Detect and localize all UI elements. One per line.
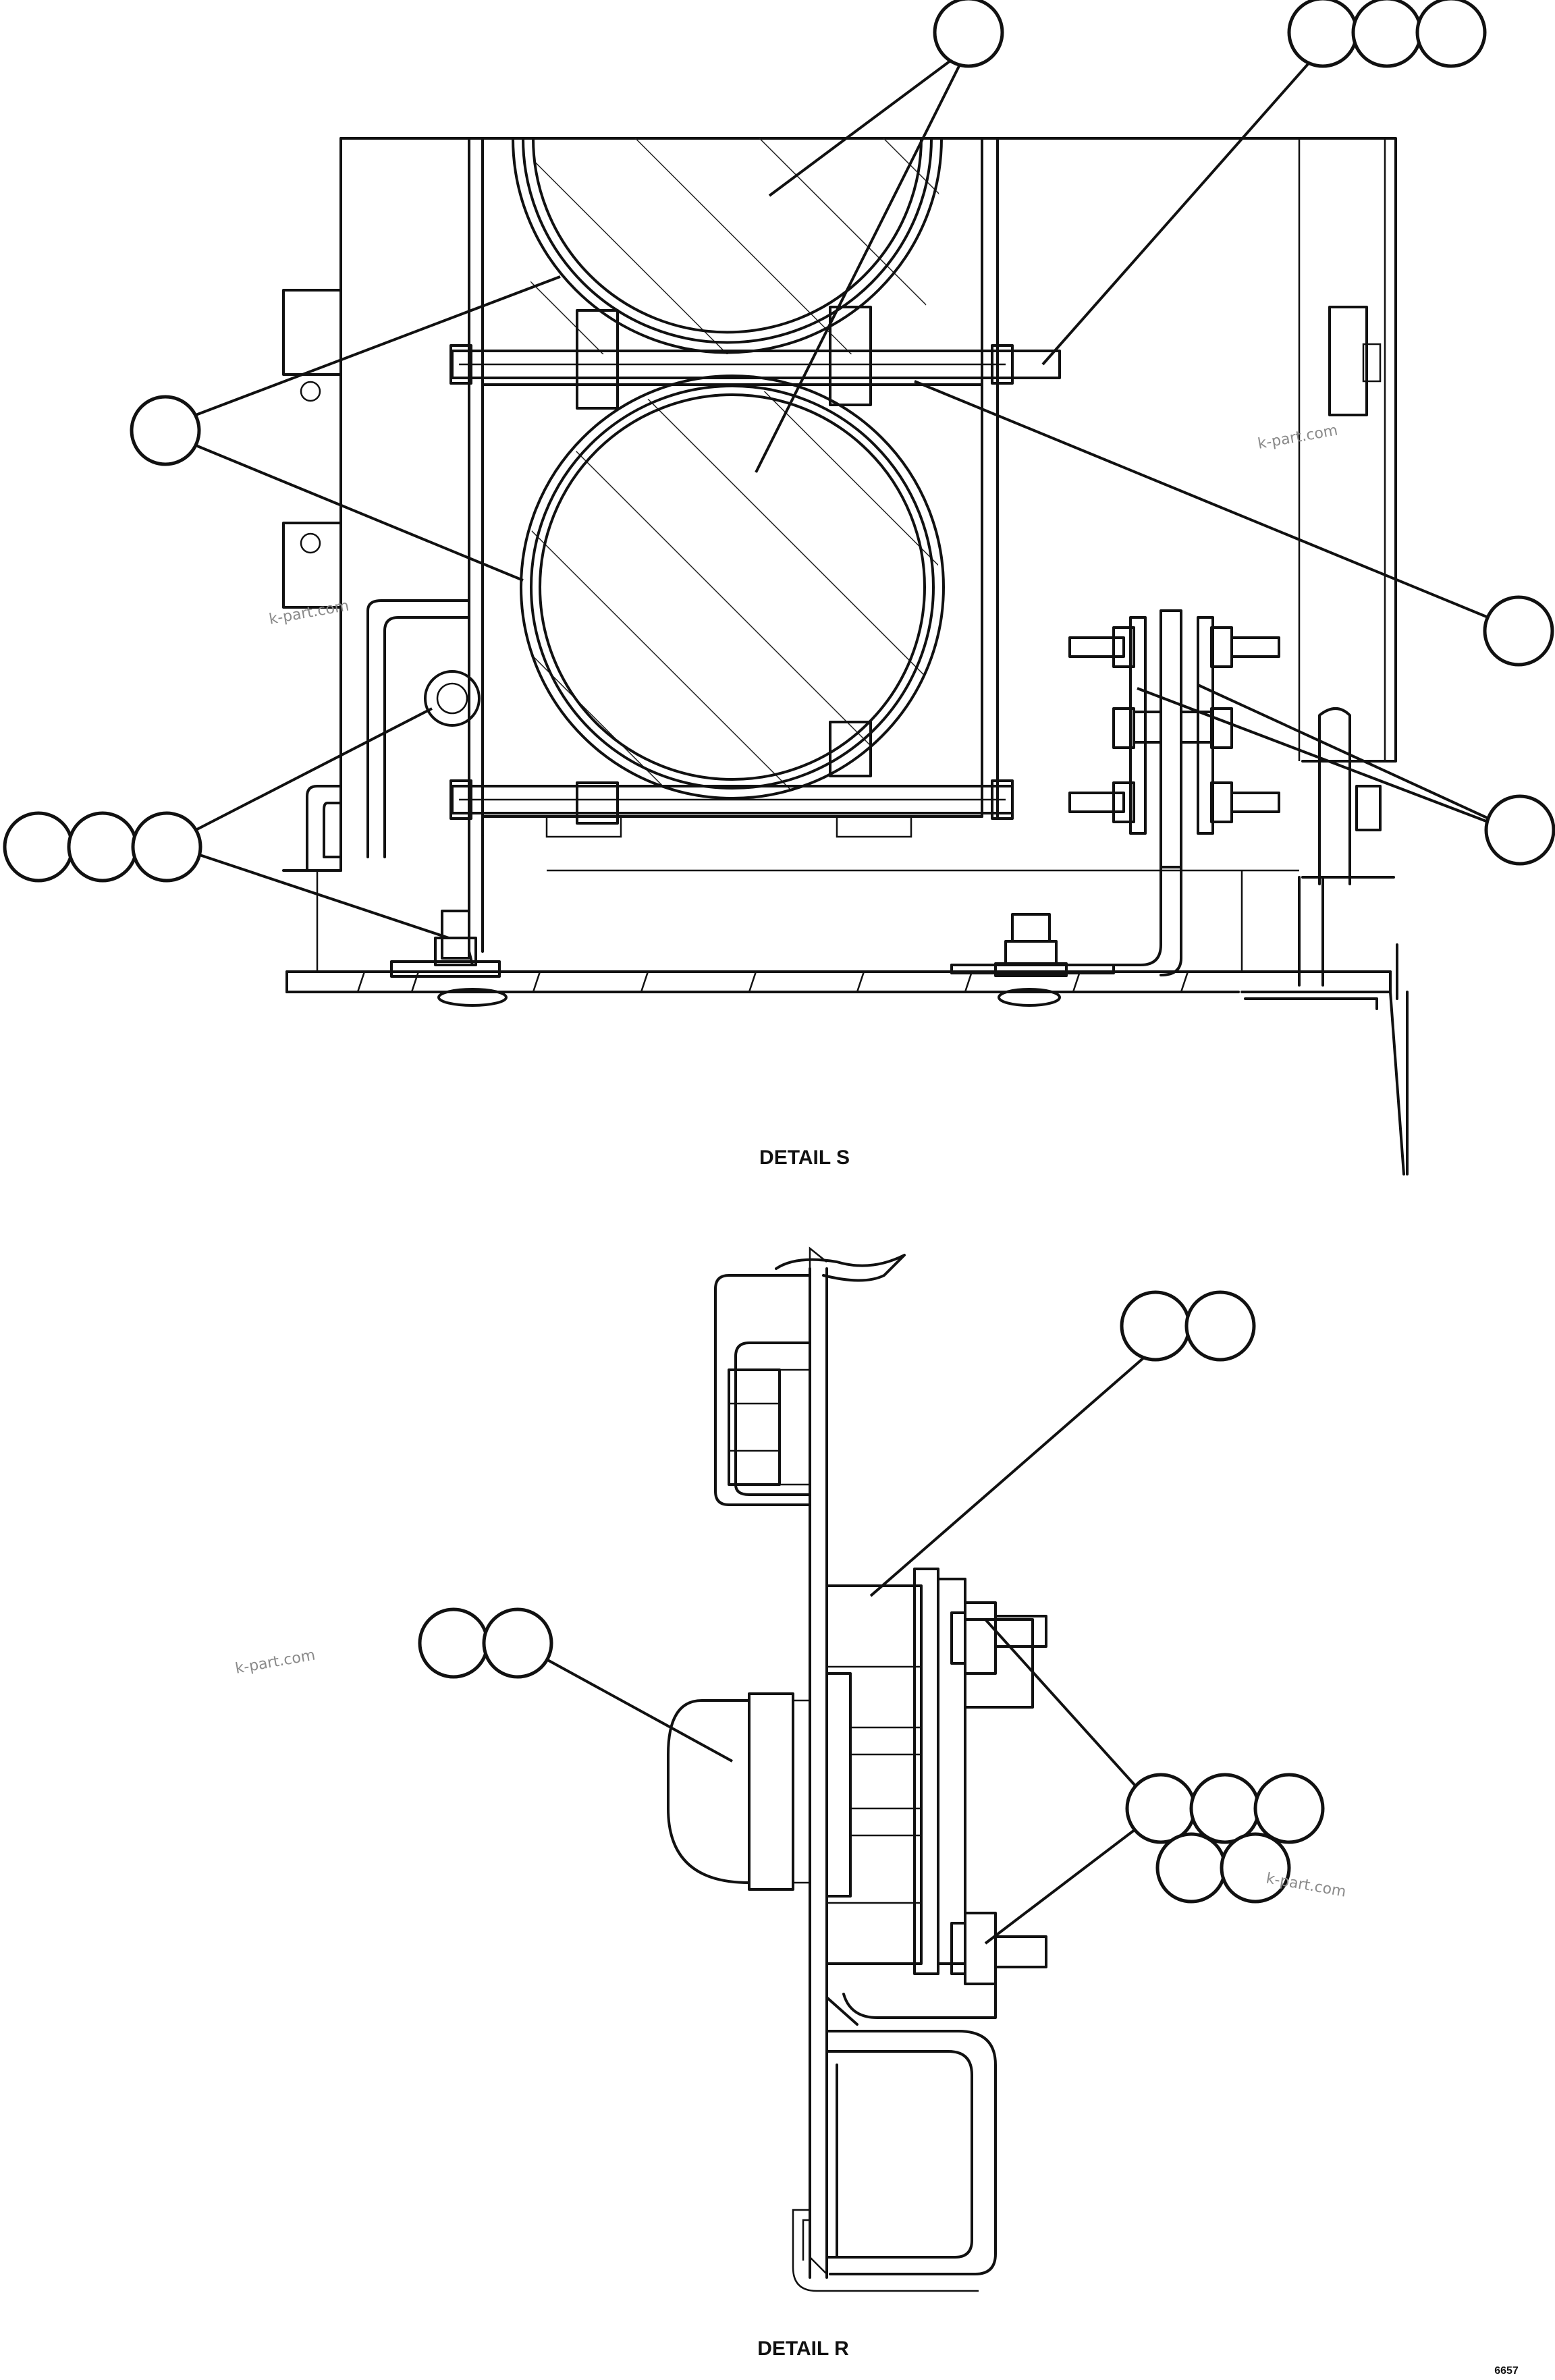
callout-bubble (1351, 0, 1423, 68)
callout-bubble (1125, 1773, 1197, 1844)
callout-bubble (1287, 0, 1359, 68)
mount-tab-lower (282, 522, 342, 609)
callout-bubble (131, 811, 202, 883)
callout-bubble (933, 0, 1004, 68)
bracket-assembly (950, 609, 1280, 976)
callout-bubble (482, 1607, 553, 1679)
lamp-dome (667, 1699, 751, 1884)
watermark: k-part.com (1257, 422, 1339, 452)
callout-bubble (1220, 1832, 1291, 1904)
mount-tab-upper (282, 289, 342, 376)
watermark: k-part.com (268, 597, 350, 628)
detail-r-callouts (418, 1290, 1325, 1945)
upper-bolt-head (728, 1368, 781, 1486)
watermark: k-part.com (234, 1646, 317, 1677)
callout-bubble (418, 1607, 489, 1679)
lower-tie-rod (449, 779, 1014, 838)
lamp-body (825, 1584, 923, 1965)
callout-bubble (1415, 0, 1487, 68)
watermark: k-part.com (1265, 1870, 1347, 1900)
callout-bubble (1184, 1290, 1256, 1362)
detail-s-title: DETAIL S (759, 1146, 850, 1169)
callout-bubble (3, 811, 74, 883)
callout-bubble (1120, 1290, 1191, 1362)
callout-bubble (130, 395, 201, 466)
sheet-code: 6657 (1494, 2365, 1519, 2377)
lower-tank (520, 375, 945, 800)
detail-s-callouts (3, 0, 1555, 939)
upper-tie-rod (449, 344, 1061, 385)
callout-bubble (1155, 1832, 1227, 1904)
callout-bubble (1483, 595, 1554, 667)
detail-s-drawing (282, 137, 1409, 1175)
callout-bubble (1253, 1773, 1325, 1844)
callout-bubble (67, 811, 138, 883)
fitting-left (424, 670, 481, 727)
detail-r-drawing (667, 1246, 1047, 2292)
callout-bubble (1484, 794, 1555, 866)
callout-bubble (1189, 1773, 1261, 1844)
detail-r-title: DETAIL R (757, 2337, 849, 2360)
